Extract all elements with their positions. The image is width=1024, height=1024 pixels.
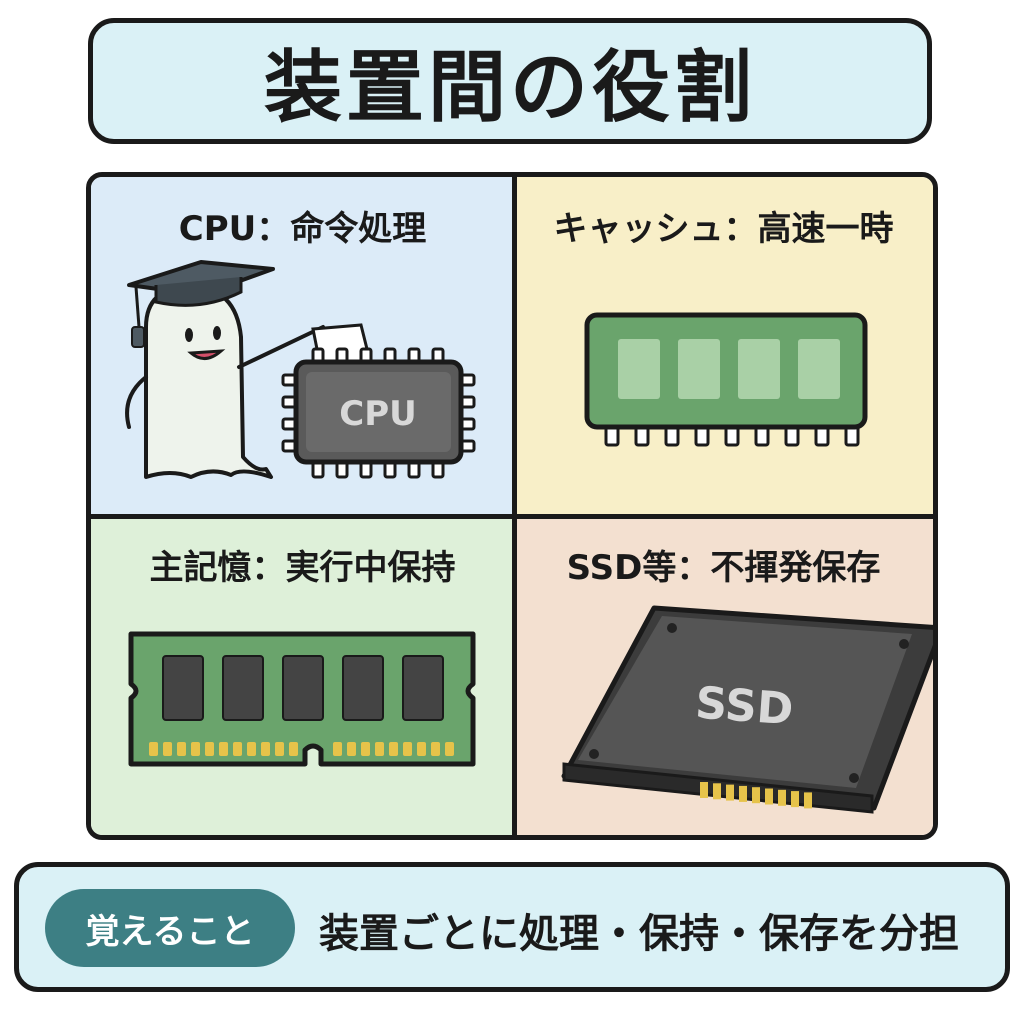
ram-contact bbox=[163, 742, 172, 756]
graduation-cap-icon bbox=[127, 260, 275, 348]
ram-contact bbox=[389, 742, 398, 756]
ram-contact bbox=[219, 742, 228, 756]
ram-contact bbox=[361, 742, 370, 756]
grid-divider-horizontal bbox=[91, 514, 933, 519]
cache-module-icon bbox=[584, 312, 868, 447]
ram-contact bbox=[333, 742, 342, 756]
ghost-cpu-illustration: CPU bbox=[125, 260, 476, 479]
ram-contact bbox=[149, 742, 158, 756]
ssd-contact bbox=[739, 785, 747, 802]
ram-contact bbox=[375, 742, 384, 756]
ssd-chip-text: SSD bbox=[694, 678, 795, 736]
panel-ssd: SSD等：不揮発保存 SSD bbox=[514, 516, 933, 835]
ram-contact bbox=[247, 742, 256, 756]
ram-contact bbox=[417, 742, 426, 756]
panel-main-label: 主記憶：実行中保持 bbox=[149, 548, 456, 588]
ram-contact bbox=[191, 742, 200, 756]
ssd-contact bbox=[700, 782, 708, 798]
ram-module-icon bbox=[128, 631, 476, 767]
panel-cache-label: キャッシュ：高速一時 bbox=[553, 209, 894, 249]
ram-contact bbox=[261, 742, 270, 756]
ram-contact bbox=[445, 742, 454, 756]
remember-badge: 覚えること bbox=[45, 889, 295, 967]
grid-divider-vertical bbox=[512, 177, 517, 835]
page-title: 装置間の役割 bbox=[263, 43, 756, 133]
ssd-contact bbox=[752, 787, 760, 804]
ram-contact bbox=[205, 742, 214, 756]
panel-ssd-label: SSD等：不揮発保存 bbox=[566, 548, 881, 588]
ssd-drive-icon: SSD bbox=[561, 605, 933, 814]
ram-contact bbox=[347, 742, 356, 756]
cpu-chip-icon: CPU bbox=[281, 347, 476, 479]
ram-contact bbox=[403, 742, 412, 756]
ssd-contact bbox=[791, 791, 799, 808]
ram-contact bbox=[177, 742, 186, 756]
summary-text: 装置ごとに処理・保持・保存を分担 bbox=[319, 911, 959, 957]
ssd-contact bbox=[726, 784, 734, 801]
ram-contact bbox=[233, 742, 242, 756]
cpu-chip-text: CPU bbox=[339, 394, 416, 434]
ssd-contact bbox=[804, 792, 812, 809]
panel-main-memory: 主記憶：実行中保持 bbox=[91, 516, 514, 835]
ssd-contact bbox=[713, 783, 721, 800]
panel-cpu: CPU：命令処理 bbox=[91, 177, 514, 516]
ssd-contact bbox=[778, 789, 786, 806]
ghost-icon bbox=[125, 285, 325, 479]
panel-cache: キャッシュ：高速一時 bbox=[514, 177, 933, 516]
ram-contact bbox=[431, 742, 440, 756]
panel-cpu-label: CPU：命令処理 bbox=[178, 209, 427, 249]
roles-grid: CPU：命令処理 bbox=[86, 172, 938, 840]
title-banner: 装置間の役割 bbox=[88, 18, 932, 144]
summary-box: 覚えること 装置ごとに処理・保持・保存を分担 bbox=[14, 862, 1010, 992]
ram-contact bbox=[289, 742, 298, 756]
ssd-contact bbox=[765, 788, 773, 805]
ram-contact bbox=[275, 742, 284, 756]
